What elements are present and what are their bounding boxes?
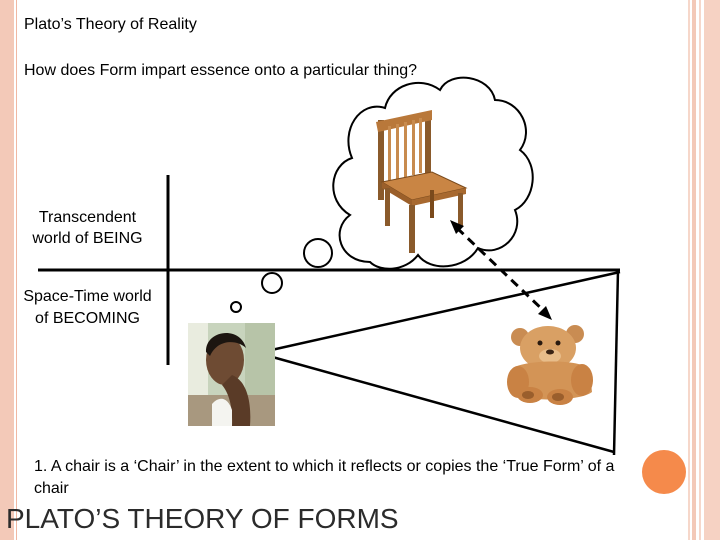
copy-relation-arrow [450,220,552,320]
thinking-man-image [188,323,275,426]
footer-title: PLATO’S THEORY OF FORMS [6,503,399,534]
label-world-of-becoming: Space-Time world of BECOMING [23,288,152,327]
label-world-of-being: Transcendent world of BEING [32,209,143,247]
orange-circle-accent [642,450,686,494]
slide-statement: 1. A chair is a ‘Chair’ in the extent to… [34,458,615,497]
thought-bubble-large [303,238,333,268]
left-border-gap [14,0,16,540]
right-border-stripes [688,0,720,540]
wooden-chair-image [376,110,468,253]
slide-title: Plato’s Theory of Reality [24,16,197,33]
perception-cone [257,269,621,456]
left-border-accent [0,0,14,540]
teddy-bear-chair-image [507,325,593,405]
thought-bubble-medium [261,272,283,294]
left-border-line [16,0,17,540]
slide-question: How does Form impart essence onto a part… [24,62,418,79]
thought-bubble-small [230,301,242,313]
